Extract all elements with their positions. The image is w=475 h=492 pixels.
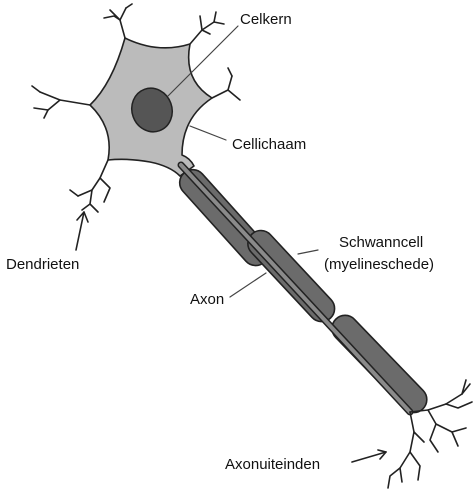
leader-schwanncell (298, 250, 318, 254)
label-axonuiteinden: Axonuiteinden (225, 456, 320, 474)
leader-axon (230, 273, 266, 297)
axon-core (181, 165, 410, 412)
label-myelineschede: (myelineschede) (324, 256, 434, 274)
leader-cellichaam (190, 126, 226, 140)
label-dendrieten: Dendrieten (6, 256, 79, 274)
schwann-cell-2 (242, 225, 339, 327)
label-cellichaam: Cellichaam (232, 136, 306, 154)
label-celkern: Celkern (240, 11, 292, 29)
label-axon: Axon (190, 291, 224, 309)
schwann-cell-3 (327, 310, 433, 418)
label-schwanncell: Schwanncell (339, 234, 423, 252)
